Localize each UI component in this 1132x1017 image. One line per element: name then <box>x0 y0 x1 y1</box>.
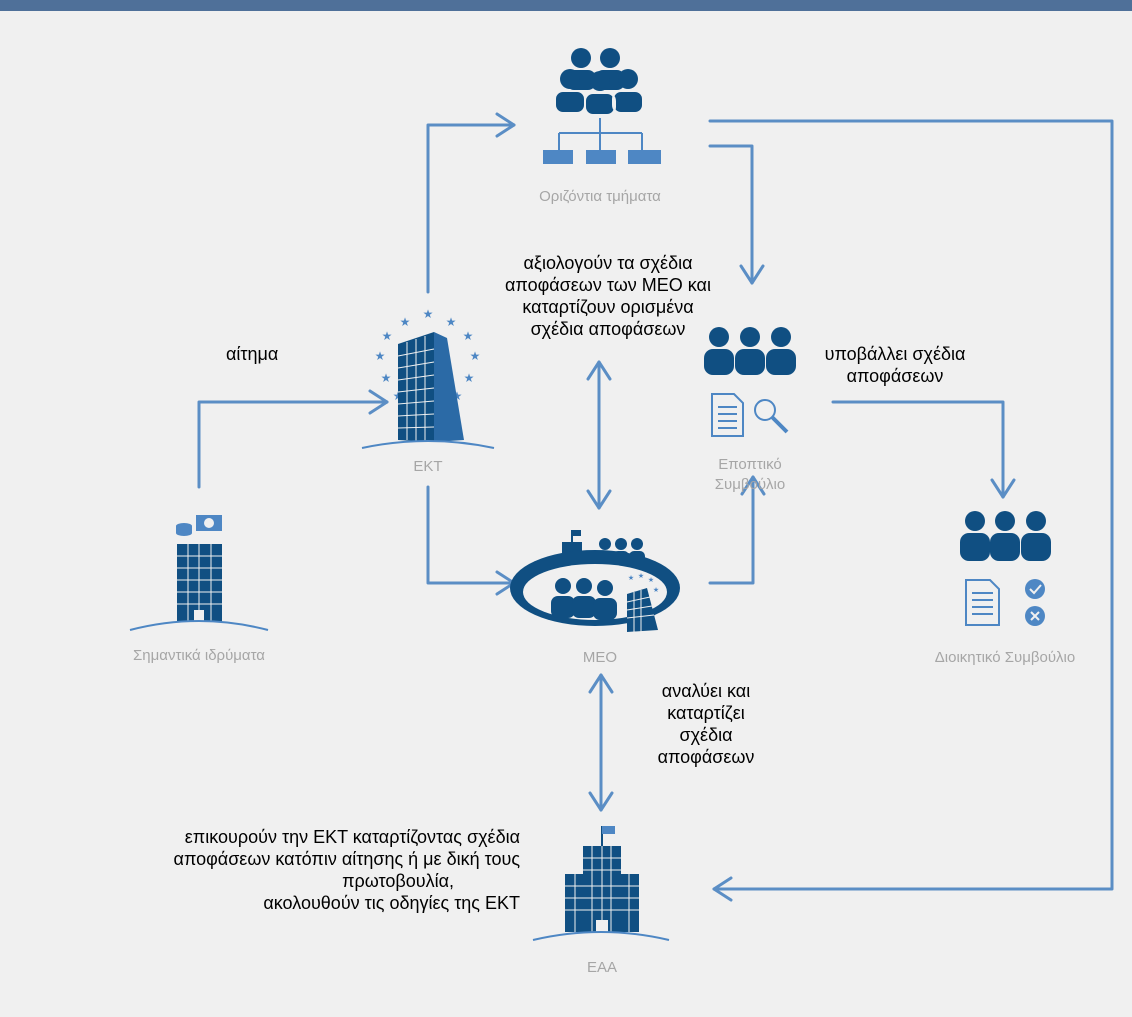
arrowhead-horizontal-to-nca <box>712 876 733 902</box>
assess-annotation: αξιολογούν τα σχέδια αποφάσεων των ΜΕΟ κ… <box>478 252 738 340</box>
svg-text:★: ★ <box>464 371 475 385</box>
ecb-tower-icon: ★ ★★ ★★ ★★ ★★ ★★ <box>361 307 495 449</box>
svg-text:★: ★ <box>423 307 434 321</box>
national-authority-icon <box>532 826 670 941</box>
assist-line-3: πρωτοβουλία, <box>342 871 454 891</box>
arrow-ecb-to-jst <box>426 485 516 585</box>
header-bar <box>0 0 1132 11</box>
svg-text:★: ★ <box>628 574 634 582</box>
assist-line-4: ακολουθούν τις οδηγίες της ΕΚΤ <box>263 893 520 913</box>
supervisory-board-label-line1: Εποπτικό <box>718 456 782 473</box>
arrowhead-ecb-to-horizontal <box>495 112 516 138</box>
arrowhead-horizontal-to-board <box>739 264 765 285</box>
nca-label: ΕΑΑ <box>586 959 617 976</box>
svg-text:★: ★ <box>381 371 392 385</box>
bank-building-icon <box>129 515 269 631</box>
ecb-label: ΕΚΤ <box>413 458 443 475</box>
arrow-horizontal-to-board <box>708 144 754 285</box>
arrowhead-double-bottom <box>586 489 612 510</box>
arrowhead-jst-nca-top <box>588 673 614 694</box>
svg-text:★: ★ <box>452 389 463 403</box>
svg-text:★: ★ <box>400 315 411 329</box>
arrow-board-to-council <box>831 400 1005 499</box>
assess-line-3: καταρτίζουν ορισμένα <box>522 297 694 317</box>
svg-text:★: ★ <box>446 315 457 329</box>
assist-annotation: επικουρούν την ΕΚΤ καταρτίζοντας σχέδια … <box>40 826 520 914</box>
svg-text:★: ★ <box>653 586 659 594</box>
supervisory-board-label-line2: Συμβούλιο <box>714 476 786 493</box>
arrowhead-board-to-council <box>990 478 1016 499</box>
arrow-jst-to-board <box>708 475 755 585</box>
submit-line-1: υποβάλλει σχέδια <box>824 344 966 364</box>
group-document-review-icon <box>704 327 796 437</box>
assist-line-1: επικουρούν την ΕΚΤ καταρτίζοντας σχέδια <box>184 827 520 847</box>
analyse-line-3: σχέδια <box>679 725 733 745</box>
assess-line-1: αξιολογούν τα σχέδια <box>523 253 693 273</box>
arrowhead-jst-nca-bottom <box>588 791 614 812</box>
governing-council-label: Διοικητικό Συμβούλιο <box>934 649 1076 666</box>
assess-line-4: σχέδια αποφάσεων <box>530 319 686 339</box>
arrowhead-jst-to-board <box>740 475 766 496</box>
assist-line-2: αποφάσεων κατόπιν αίτησης ή με δική τους <box>173 849 520 869</box>
assess-line-2: αποφάσεων των ΜΕΟ και <box>505 275 711 295</box>
submit-line-2: αποφάσεων <box>846 366 944 386</box>
analyse-line-4: αποφάσεων <box>657 747 755 767</box>
analyse-line-1: αναλύει και <box>661 681 751 701</box>
joint-team-icon: ★ ★ ★ ★ <box>510 530 680 632</box>
svg-text:★: ★ <box>375 349 386 363</box>
arrow-ecb-to-horizontal <box>426 123 516 294</box>
svg-text:★: ★ <box>382 329 393 343</box>
analyse-line-2: καταρτίζει <box>667 703 745 723</box>
svg-text:★: ★ <box>638 572 644 580</box>
arrowhead-double-top <box>586 360 612 381</box>
horizontal-units-label: Οριζόντια τμήματα <box>539 188 661 205</box>
jst-label: ΜΕΟ <box>582 649 618 666</box>
arrowhead-institutions-to-ecb <box>368 389 389 415</box>
svg-text:★: ★ <box>648 576 654 584</box>
request-annotation: αίτημα <box>226 344 279 364</box>
submit-annotation: υποβάλλει σχέδια αποφάσεων <box>810 343 980 387</box>
group-decision-icon <box>960 511 1051 626</box>
organization-chart-icon <box>543 48 661 164</box>
svg-text:★: ★ <box>470 349 481 363</box>
arrow-institutions-to-ecb <box>197 400 389 489</box>
significant-institutions-label: Σημαντικά ιδρύματα <box>133 647 265 664</box>
svg-text:★: ★ <box>463 329 474 343</box>
analyse-annotation: αναλύει και καταρτίζει σχέδια αποφάσεων <box>636 680 776 768</box>
arrow-horizontal-to-nca <box>708 119 1114 891</box>
